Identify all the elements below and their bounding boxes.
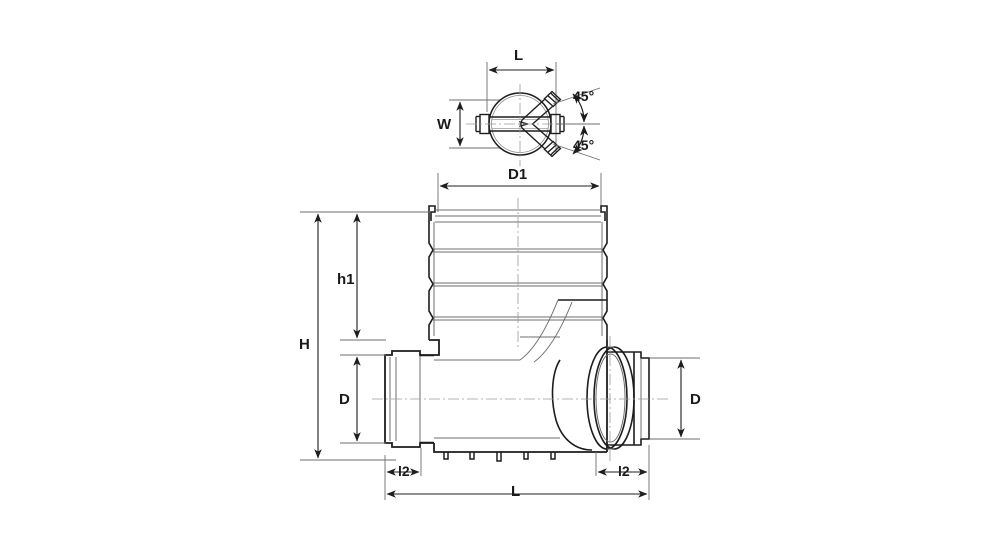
top-view-length-label: L bbox=[514, 47, 524, 64]
left-socket-length-label: l2 bbox=[398, 463, 410, 479]
top-view-width-label: W bbox=[437, 116, 452, 133]
angle-upper-label: 45° bbox=[573, 88, 595, 104]
right-socket-length-label: l2 bbox=[618, 463, 630, 479]
riser-height-label: h1 bbox=[337, 271, 355, 288]
right-pipe-diameter-label: D bbox=[690, 391, 701, 408]
angle-lower-label: 45° bbox=[573, 137, 595, 153]
top-view-group bbox=[449, 62, 601, 166]
overall-length-label: L bbox=[511, 483, 521, 500]
left-pipe-diameter-label: D bbox=[339, 391, 350, 408]
front-view-group bbox=[300, 173, 700, 500]
riser-diameter-label: D1 bbox=[508, 166, 528, 183]
total-height-label: H bbox=[299, 336, 310, 353]
